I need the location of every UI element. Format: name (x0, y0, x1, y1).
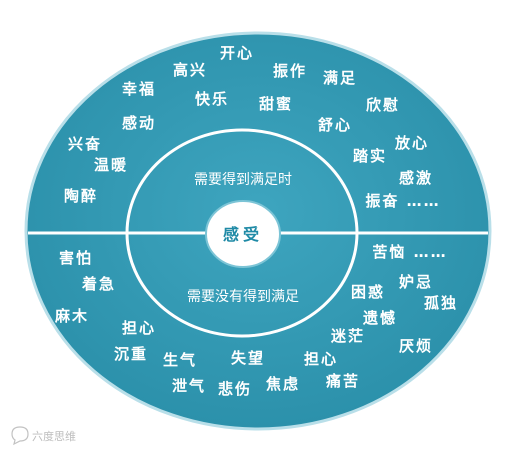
word: 感激 (399, 169, 433, 187)
word: 振奋 …… (365, 192, 440, 210)
word: 欣慰 (366, 96, 400, 114)
ring-label-unsatisfied: 需要没有得到满足 (187, 288, 299, 305)
word: 孤独 (424, 294, 458, 312)
center-circle (205, 200, 281, 268)
word: 泄气 (172, 377, 206, 395)
word: 着急 (81, 275, 116, 293)
word: 悲伤 (218, 380, 252, 398)
watermark-text: 六度思维 (32, 429, 76, 443)
word: 迷茫 (330, 327, 365, 345)
word: 遗憾 (362, 309, 397, 327)
word: 沉重 (114, 345, 148, 363)
center-label: 感受 (223, 225, 263, 244)
word: 满足 (323, 69, 357, 87)
word: 害怕 (59, 249, 93, 267)
chat-bubble-icon (11, 426, 29, 446)
word: 妒忌 (399, 273, 433, 291)
word: 踏实 (353, 147, 387, 165)
word: 幸福 (122, 80, 156, 98)
word: 生气 (163, 351, 197, 369)
ring-label-satisfied: 需要得到满足时 (194, 171, 292, 188)
word: 甜蜜 (259, 95, 293, 113)
word: 放心 (394, 134, 429, 152)
word: 感动 (122, 114, 156, 132)
word: 开心 (220, 44, 254, 62)
word: 苦恼 …… (372, 243, 447, 261)
word: 高兴 (173, 61, 207, 79)
word: 痛苦 (325, 372, 360, 390)
word: 陶醉 (64, 187, 98, 205)
unsatisfied-words: 苦恼 …… 害怕 着急 妒忌 困惑 孤独 麻木 遗憾 担心 迷茫 厌烦 沉重 生… (54, 243, 458, 398)
watermark: 六度思维 (11, 426, 76, 446)
word: 困惑 (351, 283, 385, 301)
word: 担心 (122, 319, 156, 337)
word: 失望 (231, 349, 265, 367)
satisfied-words: 开心 高兴 振作 满足 幸福 快乐 甜蜜 欣慰 感动 舒心 兴奋 放心 温暖 踏… (64, 44, 440, 210)
word: 快乐 (195, 90, 229, 108)
word: 焦虑 (265, 375, 300, 393)
word: 麻木 (54, 307, 89, 325)
word: 舒心 (318, 116, 352, 134)
word: 温暖 (94, 156, 128, 174)
word: 兴奋 (68, 135, 102, 153)
word: 担心 (304, 350, 338, 368)
word: 厌烦 (399, 337, 433, 355)
word: 振作 (273, 62, 307, 80)
